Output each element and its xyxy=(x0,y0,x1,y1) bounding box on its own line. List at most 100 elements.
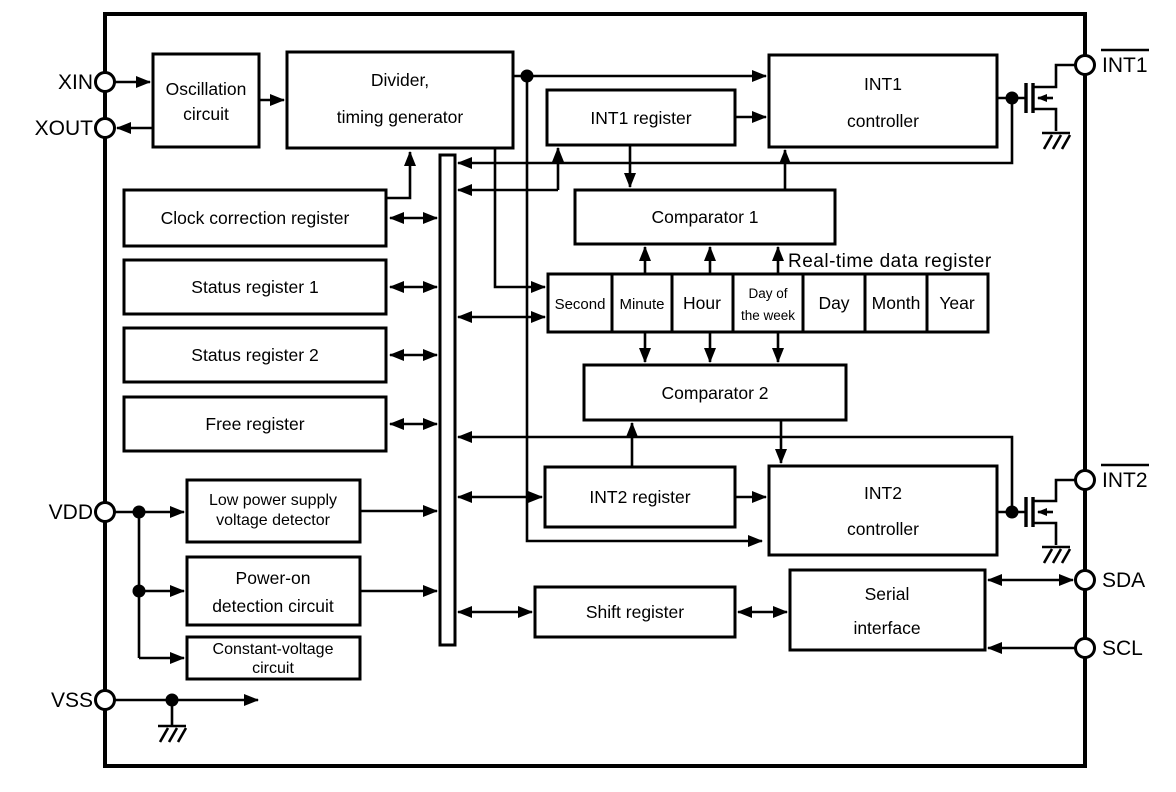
rtc-cell-second xyxy=(546,272,614,334)
scl-pin-label: SCL xyxy=(1102,637,1143,660)
int2-register-block: INT2 register xyxy=(543,465,737,529)
clock-correction-register-block: Clock correction register xyxy=(122,188,388,248)
ground-stroke xyxy=(1051,134,1063,150)
low-power-detector-box xyxy=(185,478,362,544)
rtc-cell-day-of-week xyxy=(731,272,805,334)
rtc-cell-minute xyxy=(610,272,674,334)
int1-register-label: INT1 register xyxy=(590,108,691,128)
divider-label-line1: Divider, xyxy=(371,70,429,90)
rtc-cell-year xyxy=(925,272,990,334)
mosfet-int1-icon xyxy=(1024,63,1075,131)
rtc-cell-month-label: Month xyxy=(872,293,921,313)
free-register-label: Free register xyxy=(205,414,304,434)
int2-register-box xyxy=(543,465,737,529)
rtc-cell-minute-label: Minute xyxy=(619,296,664,313)
power-on-detection-label-line2: detection circuit xyxy=(212,596,334,616)
mosfet-drain-wire xyxy=(1033,478,1075,503)
wire-divider-to-int2-controller xyxy=(525,76,763,547)
rtc-cell-second-label: Second xyxy=(555,296,606,313)
int2-register-label: INT2 register xyxy=(589,487,690,507)
ground-stroke xyxy=(176,727,188,743)
serial-interface-label-line1: Serial xyxy=(865,584,910,604)
ground-stroke xyxy=(158,727,170,743)
junction-dot-int1-gate xyxy=(1005,91,1019,105)
divider-timing-generator-block: Divider, timing generator xyxy=(285,50,515,150)
constant-voltage-label-line1: Constant-voltage xyxy=(213,641,334,658)
status-register-2-label: Status register 2 xyxy=(191,345,318,365)
int1-pin-label: INT1 xyxy=(1102,54,1148,77)
divider-label-line2: timing generator xyxy=(337,107,464,127)
comparator-1-box xyxy=(573,188,837,246)
status-register-1-box xyxy=(122,258,388,316)
serial-interface-box xyxy=(788,568,987,652)
low-power-detector-label-line1: Low power supply xyxy=(209,492,337,509)
vss-pin-circle xyxy=(94,689,116,711)
int1-register-box xyxy=(545,88,737,147)
mosfet-source-wire xyxy=(1033,107,1058,131)
rtc-cell-month xyxy=(863,272,929,334)
ground-stroke xyxy=(1042,134,1054,150)
pin-xout: XOUT xyxy=(35,117,116,140)
free-register-box xyxy=(122,395,388,453)
oscillation-circuit-box xyxy=(151,52,261,149)
rtc-cell-day-label: Day xyxy=(818,293,849,313)
pin-scl: SCL xyxy=(1074,637,1143,660)
comparator-1-label: Comparator 1 xyxy=(652,207,759,227)
mosfet-int2-icon xyxy=(1024,478,1075,545)
vss-pin-label: VSS xyxy=(51,689,93,712)
serial-interface-block: Serial interface xyxy=(788,568,987,652)
clock-correction-register-box xyxy=(122,188,388,248)
int2-pin-label: INT2 xyxy=(1102,469,1148,492)
pin-vss: VSS xyxy=(51,689,116,712)
low-power-supply-voltage-detector-block: Low power supply voltage detector xyxy=(185,478,362,544)
rtc-cell-day-of-week-label-line2: the week xyxy=(741,308,795,323)
mosfet-drain-wire xyxy=(1033,63,1075,89)
sda-pin-circle xyxy=(1074,569,1096,591)
internal-bus-bar xyxy=(438,153,457,647)
oscillation-circuit-label-line2: circuit xyxy=(183,104,229,124)
constant-voltage-box xyxy=(185,635,362,681)
comparator-2-box xyxy=(582,363,848,422)
serial-interface-label-line2: interface xyxy=(853,618,920,638)
wire-clock-correction-to-divider xyxy=(386,151,416,200)
power-on-detection-box xyxy=(185,555,362,627)
int2-controller-block: INT2 controller xyxy=(767,464,999,557)
constant-voltage-label-line2: circuit xyxy=(252,660,294,677)
status-register-2-box xyxy=(122,326,388,384)
xout-pin-circle xyxy=(94,117,116,139)
pin-vdd: VDD xyxy=(49,501,116,524)
ground-symbol-int1 xyxy=(1042,131,1072,150)
power-on-detection-circuit-block: Power-on detection circuit xyxy=(185,555,362,627)
chip-outline xyxy=(103,12,1087,768)
xin-pin-circle xyxy=(94,71,116,93)
shift-register-block: Shift register xyxy=(533,585,737,639)
vdd-pin-circle xyxy=(94,501,116,523)
realtime-data-register-label: Real-time data register xyxy=(788,251,992,272)
comparator-1-block: Comparator 1 xyxy=(573,188,837,246)
rtc-cell-day-of-week-label-line1: Day of xyxy=(748,286,787,301)
oscillation-circuit-label-line1: Oscillation xyxy=(166,79,247,99)
comparator-2-label: Comparator 2 xyxy=(662,383,769,403)
ground-stroke xyxy=(1060,548,1072,564)
ground-stroke xyxy=(1051,548,1063,564)
divider-box xyxy=(285,50,515,150)
oscillation-circuit-block: Oscillation circuit xyxy=(151,52,261,149)
comparator-2-block: Comparator 2 xyxy=(582,363,848,422)
status-register-2-block: Status register 2 xyxy=(122,326,388,384)
int1-pin-circle xyxy=(1074,54,1096,76)
status-register-1-label: Status register 1 xyxy=(191,277,318,297)
int1-controller-label-line2: controller xyxy=(847,111,919,131)
pin-int2: INT2 xyxy=(1074,463,1149,492)
shift-register-label: Shift register xyxy=(586,602,684,622)
int1-controller-box xyxy=(767,53,999,149)
scl-pin-circle xyxy=(1074,637,1096,659)
wire-int1-controller-feedback-to-bus xyxy=(457,98,1014,169)
ground-stroke xyxy=(1042,548,1054,564)
mosfet-source-wire xyxy=(1033,521,1058,545)
int1-controller-label-line1: INT1 xyxy=(864,74,902,94)
power-on-detection-label-line1: Power-on xyxy=(236,568,311,588)
clock-correction-register-label: Clock correction register xyxy=(161,208,350,228)
ground-symbol-vss xyxy=(158,724,188,743)
